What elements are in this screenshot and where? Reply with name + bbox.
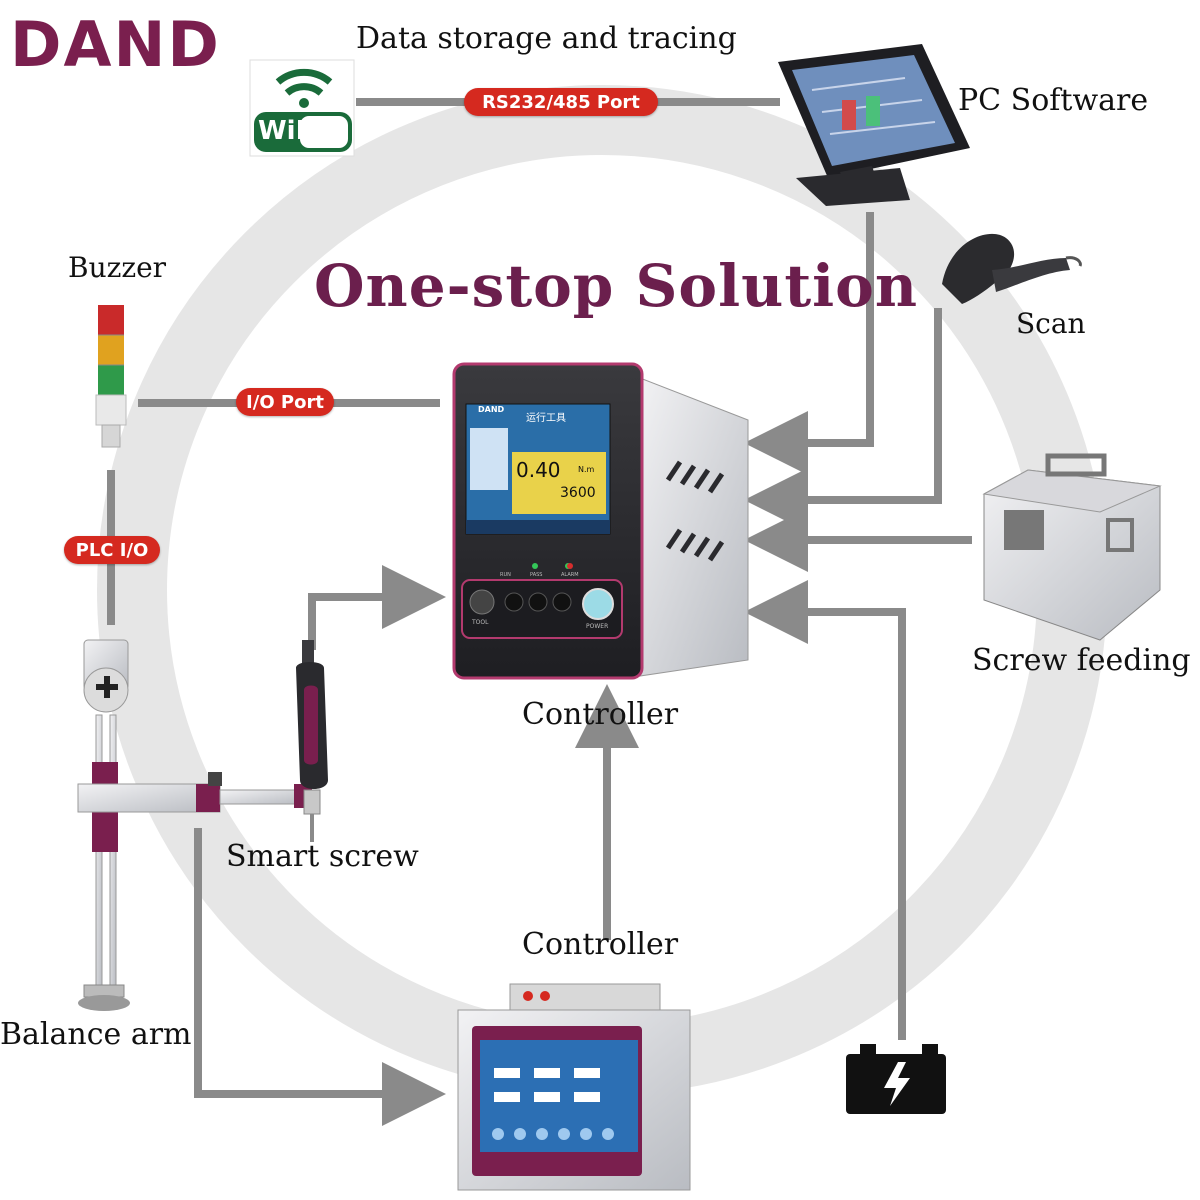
power-label: POWER xyxy=(586,624,608,630)
pc-to-controller-arrow xyxy=(760,212,870,443)
led-label-pass: PASS xyxy=(530,573,542,578)
screen-torque-value: 0.40 xyxy=(516,460,561,480)
smart-screwdriver-icon xyxy=(296,640,328,842)
rs232-port-pill: RS232/485 Port xyxy=(464,88,658,116)
screen-torque-unit: N.m xyxy=(578,466,594,474)
label-controller-bottom: Controller xyxy=(522,930,678,960)
label-scan: Scan xyxy=(1016,310,1086,338)
battery-icon xyxy=(834,1042,952,1122)
led-label-run: RUN xyxy=(500,573,511,578)
svg-text:DAND: DAND xyxy=(478,405,505,414)
screw-feeder-icon xyxy=(984,456,1160,640)
screwdriver-to-controller-arrow xyxy=(312,597,430,650)
label-controller-main: Controller xyxy=(522,700,678,730)
brand-logo-wordmark: DAND xyxy=(10,10,221,74)
scan-to-controller-arrow xyxy=(760,308,938,500)
bottom-controller-device xyxy=(458,984,690,1190)
wifi-text: WiFi xyxy=(258,118,350,144)
label-screw-feeding: Screw feeding xyxy=(972,646,1191,676)
led-label-alarm: ALARM xyxy=(561,573,579,578)
screen-speed-value: 3600 xyxy=(560,486,596,500)
brand-logo: DAND xyxy=(10,10,290,78)
plc-io-pill: PLC I/O xyxy=(64,536,160,564)
screen-title: 运行工具 xyxy=(526,414,566,424)
headline: One-stop Solution xyxy=(314,252,918,320)
tool-label: TOOL xyxy=(472,620,488,626)
label-balance-arm: Balance arm xyxy=(0,1020,192,1050)
label-smart-screw: Smart screw xyxy=(226,842,419,872)
signal-tower-icon xyxy=(96,305,126,447)
label-pc-software: PC Software xyxy=(958,86,1148,116)
io-port-pill: I/O Port xyxy=(236,388,334,416)
label-data-storage: Data storage and tracing xyxy=(356,24,737,54)
pc-monitor-icon xyxy=(778,44,970,206)
label-buzzer: Buzzer xyxy=(68,254,166,282)
main-controller-device: DAND xyxy=(454,364,748,678)
